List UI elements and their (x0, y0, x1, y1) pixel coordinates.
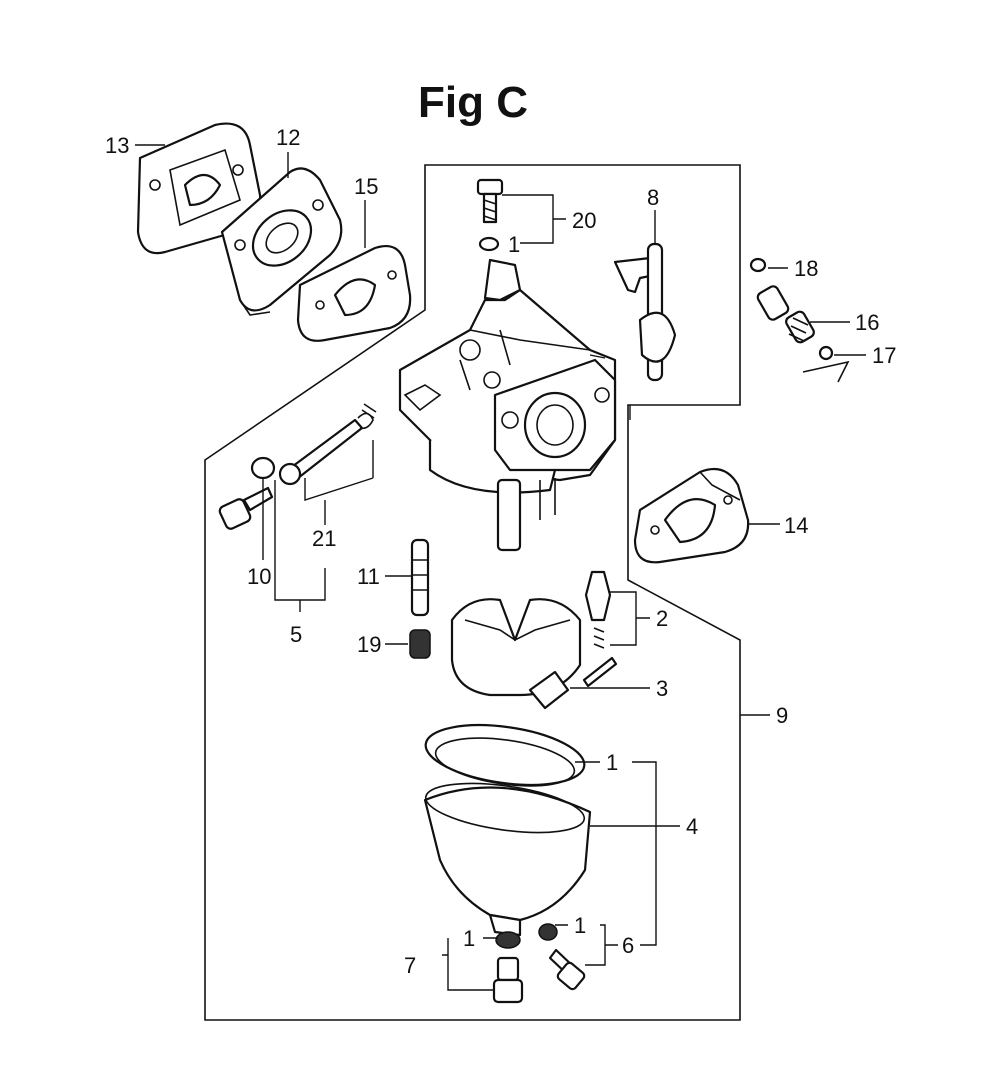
float (450, 598, 582, 710)
callout-1-drain-washer: 1 (463, 926, 475, 951)
callout-1-screw-washer: 1 (508, 232, 520, 257)
callout-19: 19 (357, 632, 381, 657)
callout-20: 20 (572, 208, 596, 233)
part-19-main-jet (409, 629, 431, 659)
callout-10: 10 (247, 564, 271, 589)
part-2-float-valve (584, 570, 612, 649)
callout-15: 15 (354, 174, 378, 199)
part-10-screw (218, 456, 276, 530)
callout-11: 11 (357, 564, 380, 589)
callout-3: 3 (656, 676, 668, 701)
callout-8: 8 (647, 185, 659, 210)
part-20-screw (476, 178, 504, 252)
callout-1-bolt-washer: 1 (574, 913, 586, 938)
callout-6: 6 (622, 933, 634, 958)
part-15-gasket (296, 244, 412, 342)
part-8-choke-lever (613, 242, 677, 382)
part-11-emulsion-tube (410, 538, 430, 617)
callout-9: 9 (776, 703, 788, 728)
part-17-clip (802, 345, 850, 383)
part-16-sleeve (756, 285, 815, 344)
callout-2: 2 (656, 606, 668, 631)
callout-16: 16 (855, 310, 879, 335)
callout-12: 12 (276, 125, 300, 150)
carburetor-body (398, 258, 617, 552)
part-12-insulator (220, 167, 343, 316)
callout-21: 21 (312, 526, 336, 551)
callout-7: 7 (404, 953, 416, 978)
callout-18: 18 (794, 256, 818, 281)
part-3-float-pin (582, 656, 618, 688)
callout-17: 17 (872, 343, 896, 368)
leader-lines (135, 144, 866, 991)
callout-13: 13 (105, 133, 129, 158)
part-7-drain-bolt (492, 931, 524, 1004)
callout-4: 4 (686, 814, 698, 839)
part-21-pilot-screw (278, 403, 377, 486)
callout-1-bowl-gasket: 1 (606, 750, 618, 775)
part-14-gasket (633, 467, 750, 564)
callout-5: 5 (290, 622, 302, 647)
part-6-bowl-bolt (538, 923, 586, 991)
part-18-clip (749, 257, 767, 273)
callout-14: 14 (784, 513, 808, 538)
assembly-frame (204, 164, 741, 1021)
part-4-float-bowl (423, 724, 592, 937)
figure-title: Fig C (418, 78, 528, 127)
